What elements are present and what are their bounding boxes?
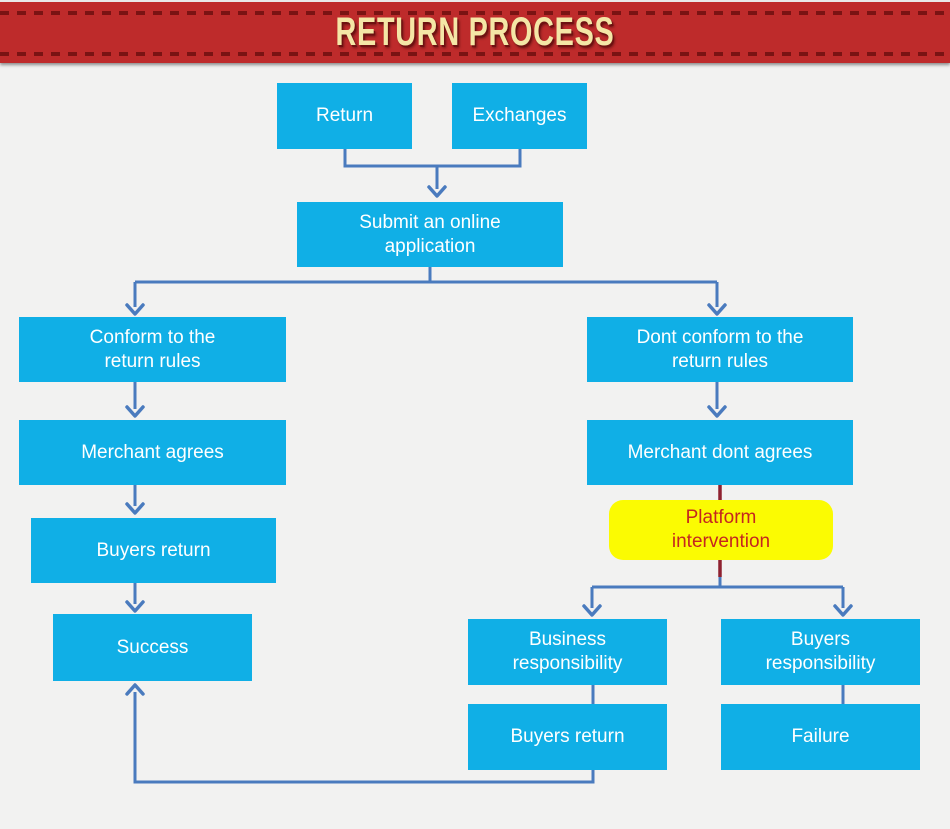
node-dont-conform-rules: Dont conform to the return rules [587,317,853,382]
stitch-row-top [0,11,950,15]
node-platform-intervention: Platform intervention [609,500,833,560]
node-conform-rules-label: Conform to the return rules [89,326,216,372]
node-buyers-responsibility-label: Buyers responsibility [765,629,876,674]
node-conform-rules: Conform to the return rules [19,317,286,382]
node-dont-conform-rules-label: Dont conform to the return rules [636,326,804,372]
arrowheads [125,185,853,696]
node-return-label: Return [315,105,374,127]
node-merchant-dont-agrees-label: Merchant dont agrees [627,441,813,463]
node-exchanges: Exchanges [452,83,587,149]
node-buyers-return-right: Buyers return [468,704,667,770]
page-title: RETURN PROCESS [335,10,615,54]
node-buyers-return-right-label: Buyers return [510,726,625,748]
node-exchanges-label: Exchanges [472,105,567,127]
node-merchant-agrees: Merchant agrees [19,420,286,485]
header-banner: RETURN PROCESS [0,0,950,63]
node-success-label: Success [116,636,189,658]
node-buyers-return-left-label: Buyers return [96,539,211,561]
node-merchant-agrees-label: Merchant agrees [81,441,224,463]
node-business-responsibility-label: Business responsibility [512,629,623,674]
connector-lines [133,149,845,784]
node-business-responsibility: Business responsibility [468,619,667,685]
node-submit-application-label: Submit an online application [359,211,501,257]
node-platform-intervention-label: Platform intervention [671,507,771,552]
node-buyers-return-left: Buyers return [31,518,276,583]
node-submit-application: Submit an online application [297,202,563,267]
node-return: Return [277,83,412,149]
node-merchant-dont-agrees: Merchant dont agrees [587,420,853,485]
node-failure-label: Failure [791,726,850,748]
node-buyers-responsibility: Buyers responsibility [721,619,920,685]
stitch-row-bottom [0,52,950,56]
node-success: Success [53,614,252,681]
node-failure: Failure [721,704,920,770]
